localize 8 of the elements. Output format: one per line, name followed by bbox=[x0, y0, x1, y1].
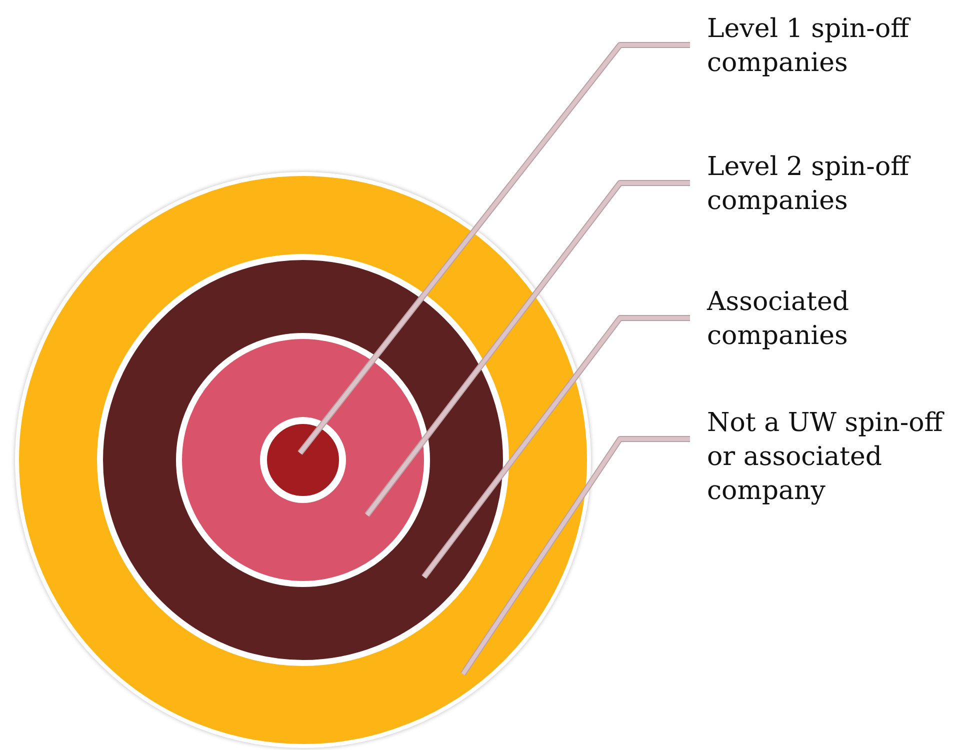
leader-line bbox=[460, 436, 690, 676]
callout-label: Level 2 spin-off companies bbox=[707, 150, 965, 218]
callout-label: Not a UW spin-off or associated company bbox=[707, 406, 965, 508]
leader-line bbox=[298, 42, 690, 455]
leader-line bbox=[422, 315, 690, 579]
callout-label: Level 1 spin-off companies bbox=[707, 12, 965, 80]
leader-line bbox=[364, 180, 690, 517]
callout-label: Associated companies bbox=[707, 285, 965, 353]
